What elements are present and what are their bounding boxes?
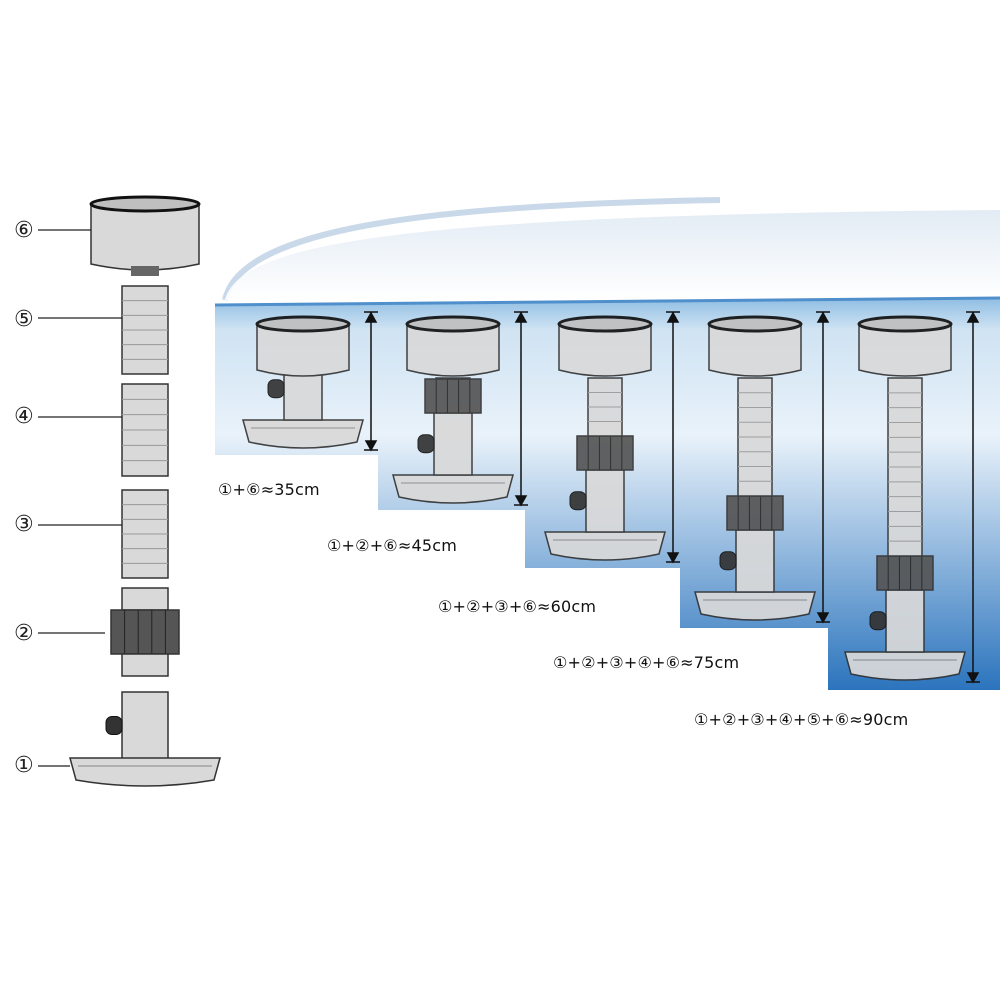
part-6-skimmer-cap-rim — [89, 195, 201, 213]
part-1-tube-body — [121, 691, 169, 763]
assembly-2-coupling — [424, 378, 482, 414]
part-1-base — [69, 757, 221, 787]
assembly-2-cap — [405, 315, 501, 377]
hose-nozzle — [869, 611, 887, 631]
assembly-5-cap-body — [858, 323, 952, 377]
part-4-extension — [121, 383, 169, 477]
arrowhead-up — [364, 311, 378, 323]
part-1-base-foot — [69, 757, 221, 787]
assembly-1 — [242, 315, 364, 449]
assembly-4-cap-rim — [707, 315, 803, 333]
assembly-4-base — [694, 591, 816, 621]
height-arrow-3 — [666, 311, 680, 564]
assembly-3-cap-rim — [557, 315, 653, 333]
part-6-skimmer-cap — [89, 195, 201, 271]
assembly-3-tube-body — [585, 469, 625, 533]
assembly-4-tube-body — [735, 529, 775, 593]
part-6-skimmer-cap-body — [90, 203, 200, 271]
arrowhead-up — [666, 311, 680, 323]
assembly-4-tube — [719, 529, 775, 593]
pool-rim — [225, 210, 1000, 300]
assembly-2-base-foot — [392, 474, 514, 504]
assembly-2 — [392, 315, 514, 504]
hose-nozzle — [267, 379, 285, 399]
assembly-2-coupling-body — [424, 378, 482, 414]
height-arrow-1 — [364, 311, 378, 452]
assembly-1-base-foot — [242, 419, 364, 449]
assembly-4-base-foot — [694, 591, 816, 621]
part-2-coupling-body — [110, 609, 180, 655]
assembly-1-base — [242, 419, 364, 449]
assembly-2-base — [392, 474, 514, 504]
assembly-2-cap-rim — [405, 315, 501, 333]
assembly-3-coupling-body — [576, 435, 634, 471]
part-1-tube — [105, 691, 169, 763]
arrowhead-up — [966, 311, 980, 323]
assembly-3 — [544, 315, 666, 561]
assembly-1-cap — [255, 315, 351, 377]
assembly-3-tube — [569, 469, 625, 533]
height-arrow-4 — [816, 311, 830, 624]
assembly-5-cap — [857, 315, 953, 377]
assembly-5-tube-body — [885, 589, 925, 653]
hose-nozzle — [719, 551, 737, 571]
assembly-2-tube-body — [433, 412, 473, 476]
assembly-5-base — [844, 651, 966, 681]
assembly-4-cap — [707, 315, 803, 377]
assembly-3-extensions — [587, 377, 623, 437]
assembly-3-coupling — [576, 435, 634, 471]
hose-nozzle — [417, 434, 435, 454]
assembly-5-coupling-body — [876, 555, 934, 591]
exploded-parts — [69, 195, 221, 787]
assembly-5-coupling — [876, 555, 934, 591]
leader-lines — [38, 229, 122, 767]
part-3-extension — [121, 489, 169, 579]
assembly-4 — [694, 315, 816, 621]
part-5-extension — [121, 285, 169, 375]
arrowhead-up — [514, 311, 528, 323]
hose-nozzle — [105, 716, 123, 735]
assembly-5-extensions — [887, 377, 923, 557]
assembly-3-base-foot — [544, 531, 666, 561]
hose-nozzle — [569, 491, 587, 511]
arrowhead-down — [816, 612, 830, 624]
pool-wall — [222, 197, 721, 301]
assembly-2-stem — [435, 377, 471, 380]
assembly-4-coupling-body — [726, 495, 784, 531]
water-surface — [214, 296, 1000, 307]
arrowhead-down — [666, 552, 680, 564]
assembly-1-cap-body — [256, 323, 350, 377]
assembly-4-extensions — [737, 377, 773, 497]
part-2-bottom — [121, 653, 169, 677]
assembly-4-cap-body — [708, 323, 802, 377]
assembly-5-base-foot — [844, 651, 966, 681]
arrowhead-up — [816, 311, 830, 323]
assembly-5 — [844, 315, 966, 681]
arrowhead-down — [966, 672, 980, 684]
assembly-3-cap-body — [558, 323, 652, 377]
arrowhead-down — [514, 495, 528, 507]
assembly-3-base — [544, 531, 666, 561]
assembly-1-cap-rim — [255, 315, 351, 333]
height-arrow-5 — [966, 311, 980, 684]
part-2-top — [121, 587, 169, 611]
assembly-5-cap-rim — [857, 315, 953, 333]
assembly-2-tube — [417, 412, 473, 476]
assembly-5-tube — [869, 589, 925, 653]
assembly-2-cap-body — [406, 323, 500, 377]
part-6-neck — [131, 266, 159, 276]
assembled-skimmers — [242, 311, 980, 684]
part-2-coupling — [110, 609, 180, 655]
assembly-3-cap — [557, 315, 653, 377]
arrowhead-down — [364, 440, 378, 452]
height-arrow-2 — [514, 311, 528, 507]
assembly-4-coupling — [726, 495, 784, 531]
